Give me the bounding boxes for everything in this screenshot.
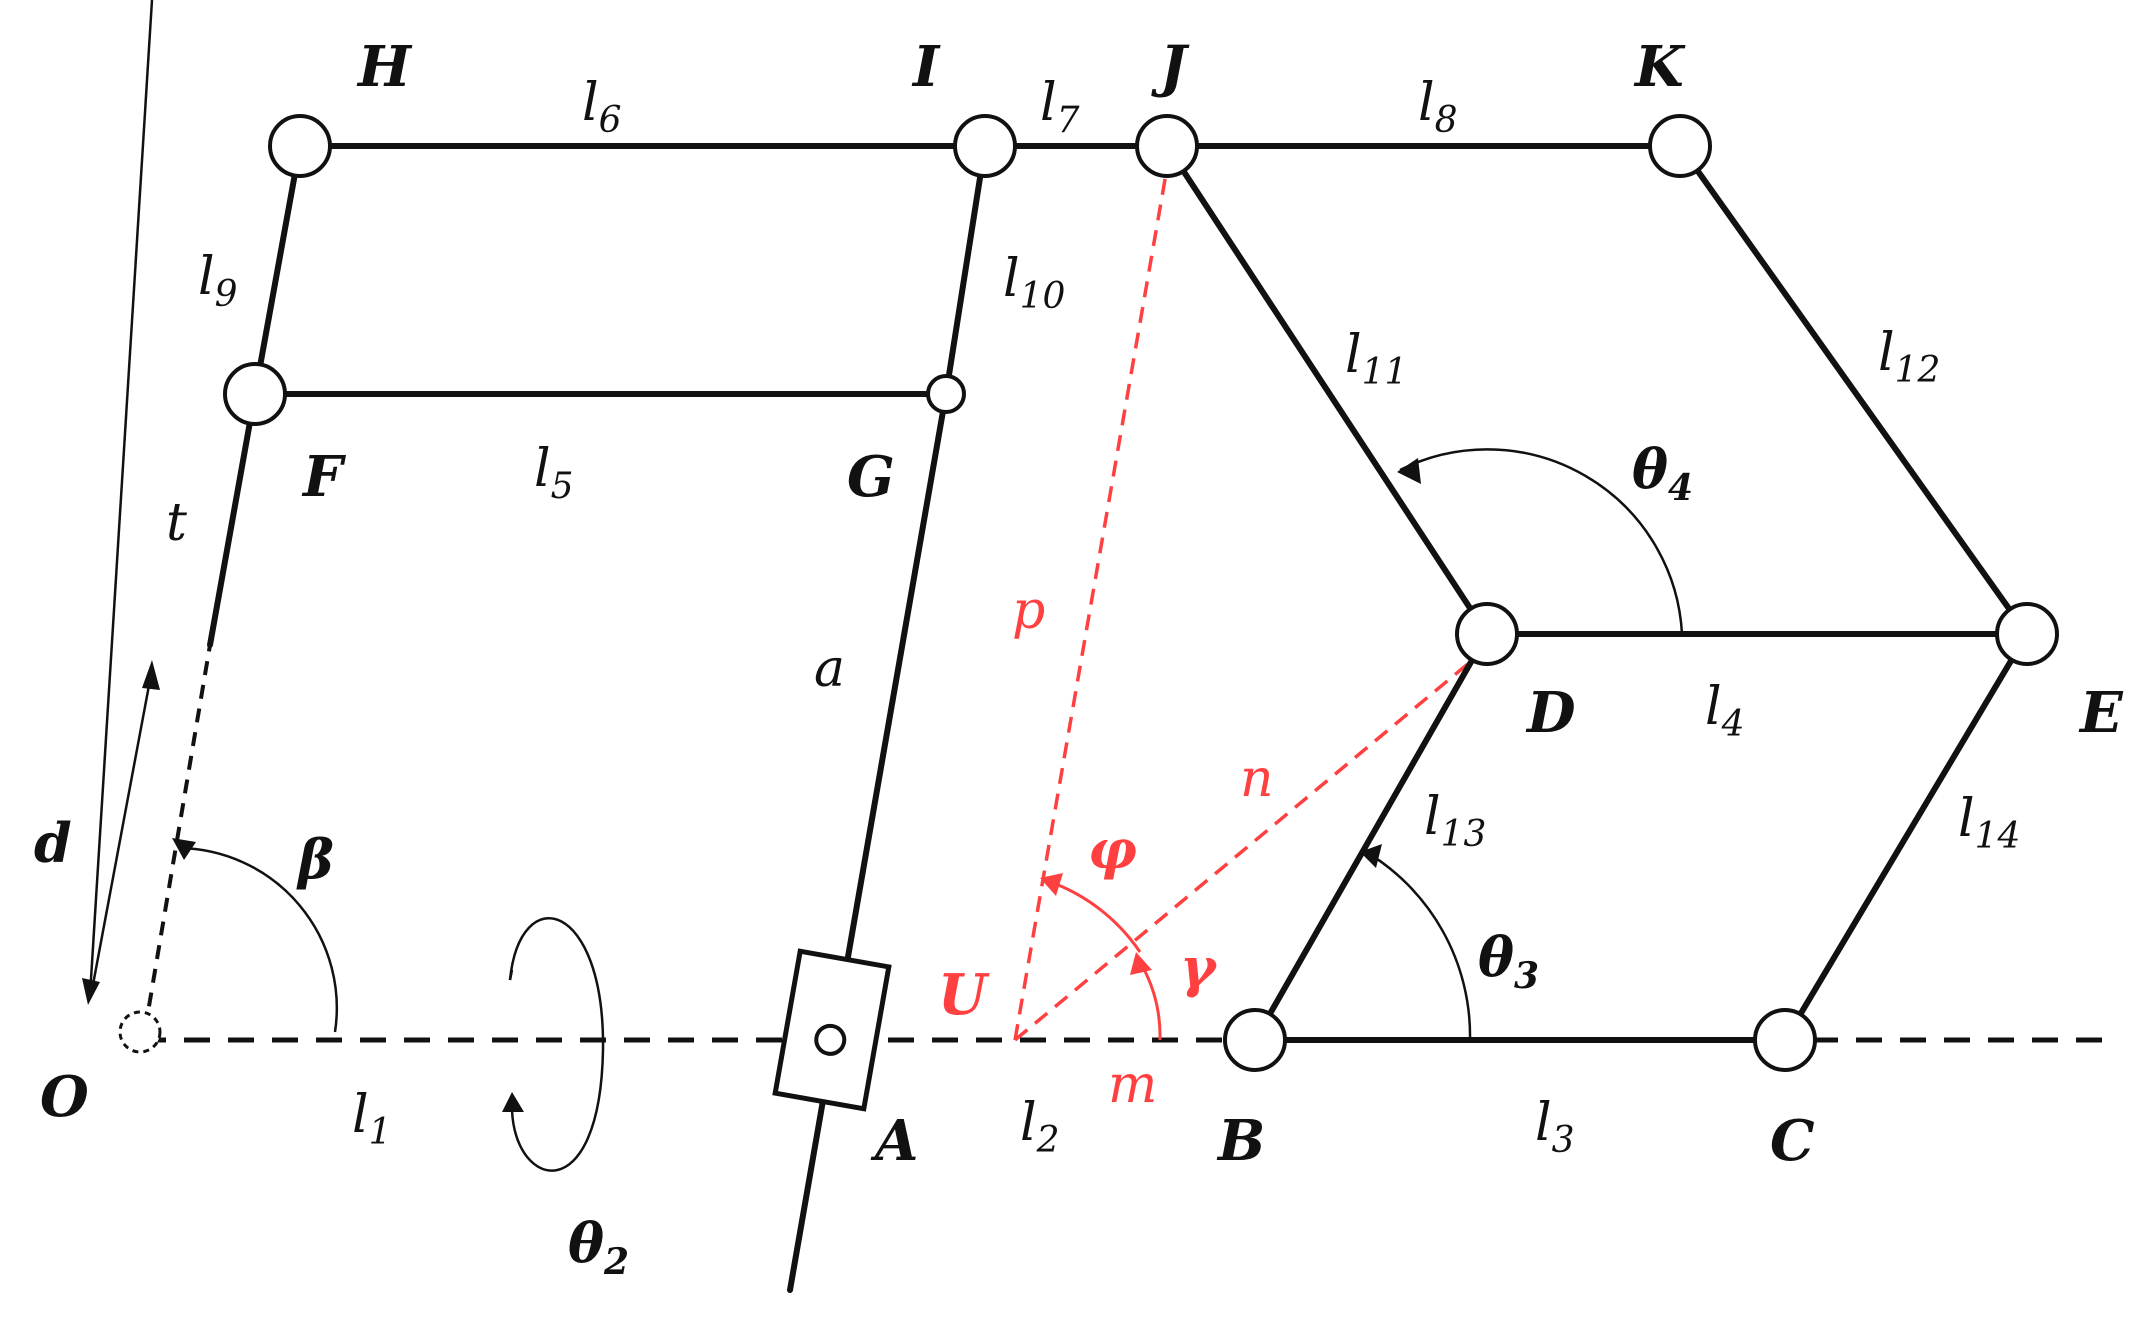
label-m: m (1108, 1055, 1157, 1115)
label-l12: l12 (1878, 323, 1940, 391)
label-l2: l2 (1020, 1093, 1060, 1161)
slide-extension (143, 644, 212, 1031)
label-l14: l14 (1958, 789, 2020, 857)
label-n: n (1240, 749, 1274, 809)
arrow-d-bottom (82, 978, 100, 1005)
construction-line-n (1013, 646, 1489, 1042)
label-l7: l7 (1040, 73, 1080, 141)
joint-d (1455, 602, 1519, 666)
link-l11 (1164, 143, 1490, 637)
link-l9 (252, 143, 303, 397)
label-point-g: G (847, 444, 895, 510)
link-a (787, 391, 949, 1293)
label-point-i: I (911, 34, 941, 100)
label-phi: φ (1088, 817, 1137, 881)
label-l11: l11 (1345, 325, 1407, 393)
dimension-d-line (90, 679, 152, 991)
label-l8: l8 (1418, 73, 1458, 141)
label-l10: l10 (1003, 249, 1065, 317)
arrow-gamma (1130, 952, 1152, 975)
label-p: p (1012, 581, 1045, 641)
label-point-b: B (1216, 1108, 1265, 1174)
label-theta3: θ3 (1478, 925, 1539, 997)
label-point-e: E (2078, 680, 2124, 746)
label-l1: l1 (352, 1085, 392, 1153)
label-point-f: F (301, 444, 347, 510)
label-l13: l13 (1424, 787, 1486, 855)
joint-f (223, 362, 287, 426)
rotation-theta2 (508, 917, 605, 1172)
construction-line-p (1013, 167, 1169, 1041)
joint-e (1995, 602, 2059, 666)
arc-theta4 (1399, 448, 1684, 635)
label-l3: l3 (1535, 1093, 1575, 1161)
arrow-theta3 (1360, 844, 1382, 868)
label-point-k: K (1633, 34, 1686, 100)
joint-o (118, 1010, 162, 1054)
arrow-d-top (142, 660, 160, 690)
joint-b (1223, 1008, 1287, 1072)
label-point-o: O (40, 1064, 89, 1130)
link-t (207, 391, 258, 648)
joint-j (1135, 114, 1199, 178)
label-l4: l4 (1705, 677, 1745, 745)
arrow-beta (172, 838, 196, 860)
label-l6: l6 (582, 73, 622, 141)
label-l5: l5 (534, 439, 574, 507)
label-gamma: γ (1180, 935, 1218, 999)
label-theta2: θ2 (568, 1211, 629, 1283)
joint-k (1648, 114, 1712, 178)
arc-phi (1044, 878, 1142, 953)
arc-beta (179, 846, 339, 1033)
label-point-j: J (1151, 34, 1190, 100)
arc-gamma (1138, 961, 1162, 1041)
label-l9: l9 (198, 247, 238, 315)
arrow-theta2 (502, 1092, 524, 1112)
link-l14 (1782, 631, 2030, 1043)
arrow-theta4 (1397, 458, 1421, 484)
joint-c (1753, 1008, 1817, 1072)
link-l13 (1252, 631, 1490, 1043)
label-a: a (814, 639, 845, 699)
dimension-d (88, 0, 154, 996)
link-l12 (1677, 143, 2030, 637)
arc-theta3 (1362, 848, 1472, 1041)
label-point-a: A (870, 1108, 918, 1174)
joint-g (926, 374, 966, 414)
label-theta4: θ4 (1632, 437, 1693, 509)
arrow-phi (1040, 873, 1063, 896)
label-d: d (34, 811, 72, 875)
link-l10 (943, 143, 988, 397)
label-point-c: C (1770, 1108, 1815, 1174)
label-point-d: D (1525, 680, 1576, 746)
label-point-h: H (356, 34, 413, 100)
label-point-u: U (938, 962, 990, 1028)
joint-h (268, 114, 332, 178)
label-t: t (166, 493, 187, 553)
rotation-theta2-top (508, 969, 514, 981)
joint-i (953, 114, 1017, 178)
slider-block-a (772, 948, 892, 1112)
label-beta: β (296, 827, 334, 891)
